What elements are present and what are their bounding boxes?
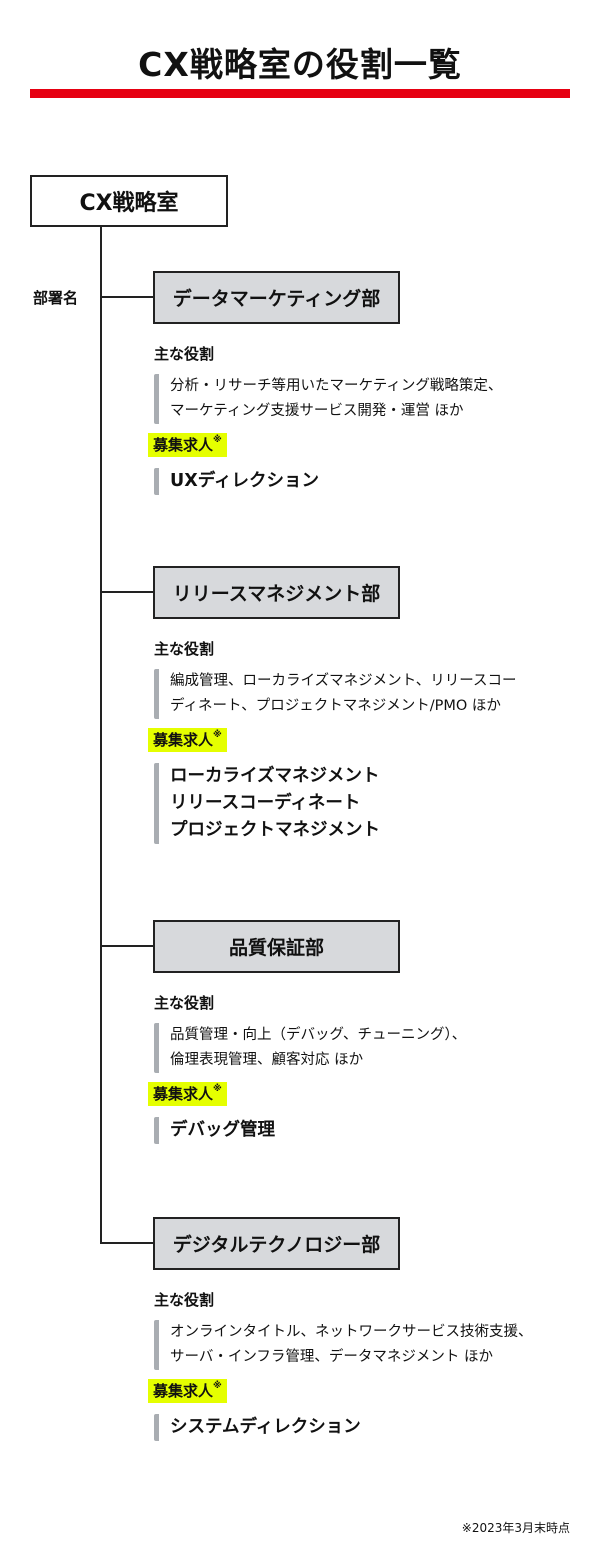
department-box: デジタルテクノロジー部	[153, 1217, 400, 1270]
footnote: ※2023年3月末時点	[461, 1521, 570, 1535]
roles-line: 編成管理、ローカライズマネジメント、リリースコー	[170, 673, 517, 689]
recruit-mark: ※	[213, 1084, 222, 1094]
department-content: 主な役割 編成管理、ローカライズマネジメント、リリースコーディネート、プロジェク…	[148, 639, 584, 844]
recruit-text: 募集求人	[153, 436, 214, 454]
job-item: プロジェクトマネジメント	[170, 820, 380, 840]
roles-line: オンラインタイトル、ネットワークサービス技術支援、	[170, 1324, 533, 1340]
roles-label: 主な役割	[154, 1291, 215, 1309]
recruit-label: 募集求人※	[148, 1379, 227, 1403]
recruit-label: 募集求人※	[148, 728, 227, 752]
recruit-label: 募集求人※	[148, 1082, 227, 1106]
department-content: 主な役割 オンラインタイトル、ネットワークサービス技術支援、サーバ・インフラ管理…	[148, 1290, 584, 1441]
department-content: 主な役割 品質管理・向上（デバッグ、チューニング）、倫理表現管理、顧客対応 ほか…	[148, 993, 584, 1144]
recruit-mark: ※	[213, 1381, 222, 1391]
job-item: ローカライズマネジメント	[170, 766, 380, 786]
roles-line: ディネート、プロジェクトマネジメント/PMO ほか	[170, 698, 501, 714]
job-list: デバッグ管理	[154, 1117, 584, 1144]
job-item: リリースコーディネート	[170, 793, 361, 813]
roles-description: 品質管理・向上（デバッグ、チューニング）、倫理表現管理、顧客対応 ほか	[154, 1023, 584, 1073]
roles-line: 倫理表現管理、顧客対応 ほか	[170, 1052, 364, 1068]
roles-label: 主な役割	[154, 994, 215, 1012]
job-list: UXディレクション	[154, 468, 584, 495]
roles-label: 主な役割	[154, 345, 215, 363]
department-box: データマーケティング部	[153, 271, 400, 324]
branch-line	[101, 1242, 154, 1244]
recruit-text: 募集求人	[153, 1085, 214, 1103]
branch-line	[101, 591, 154, 593]
recruit-text: 募集求人	[153, 731, 214, 749]
page-title: CX戦略室の役割一覧	[138, 45, 462, 84]
recruit-label: 募集求人※	[148, 433, 227, 457]
title-underline	[30, 89, 570, 98]
branch-line	[101, 945, 154, 947]
roles-description: 編成管理、ローカライズマネジメント、リリースコーディネート、プロジェクトマネジメ…	[154, 669, 584, 719]
tree-trunk-line	[100, 227, 102, 1244]
roles-description: 分析・リサーチ等用いたマーケティング戦略策定、マーケティング支援サービス開発・運…	[154, 374, 584, 424]
roles-description: オンラインタイトル、ネットワークサービス技術支援、サーバ・インフラ管理、データマ…	[154, 1320, 584, 1370]
job-list: システムディレクション	[154, 1414, 584, 1441]
recruit-text: 募集求人	[153, 1382, 214, 1400]
job-list: ローカライズマネジメントリリースコーディネートプロジェクトマネジメント	[154, 763, 584, 844]
dept-label: 部署名	[33, 289, 79, 307]
department-content: 主な役割 分析・リサーチ等用いたマーケティング戦略策定、マーケティング支援サービ…	[148, 344, 584, 495]
recruit-mark: ※	[213, 435, 222, 445]
branch-line	[101, 296, 154, 298]
department-box: リリースマネジメント部	[153, 566, 400, 619]
roles-line: 分析・リサーチ等用いたマーケティング戦略策定、	[170, 378, 503, 394]
roles-line: サーバ・インフラ管理、データマネジメント ほか	[170, 1349, 494, 1365]
department-box: 品質保証部	[153, 920, 400, 973]
roles-line: 品質管理・向上（デバッグ、チューニング）、	[170, 1027, 467, 1043]
root-box: CX戦略室	[30, 175, 228, 227]
roles-line: マーケティング支援サービス開発・運営 ほか	[170, 403, 464, 419]
job-item: システムディレクション	[170, 1417, 361, 1437]
job-item: UXディレクション	[170, 471, 319, 491]
job-item: デバッグ管理	[170, 1120, 275, 1140]
roles-label: 主な役割	[154, 640, 215, 658]
recruit-mark: ※	[213, 730, 222, 740]
